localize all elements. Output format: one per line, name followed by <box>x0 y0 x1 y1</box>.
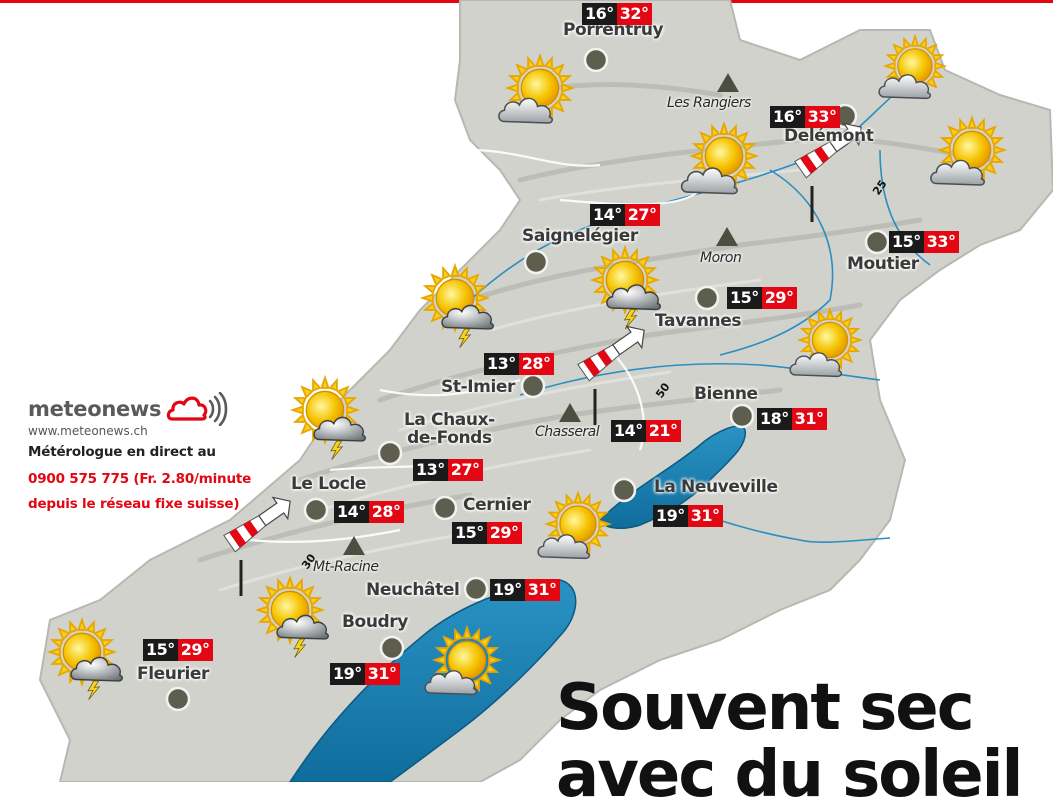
temp-boudry: 19°31° <box>330 663 400 685</box>
temp-min: 19° <box>490 579 525 601</box>
city-moutier: Moutier <box>847 254 919 274</box>
peak-chasseral: Chasseral <box>535 424 600 440</box>
temp-chaux-de-fonds: 13°27° <box>413 459 483 481</box>
temp-max: 31° <box>687 505 723 527</box>
brand-hotline-intro: Métérologue en direct au <box>28 444 216 460</box>
peak-mt-racine: Mt-Racine <box>313 559 379 575</box>
temp-max: 27° <box>447 459 483 481</box>
temp-min: 15° <box>889 231 924 253</box>
city-fleurier: Fleurier <box>137 664 209 684</box>
temp-min: 18° <box>757 408 792 430</box>
cloud-signal-icon <box>166 392 227 426</box>
temp-min: 13° <box>484 353 519 375</box>
brand-name: meteonews <box>28 397 162 421</box>
dot-cernier <box>432 495 458 521</box>
dot-bienne <box>729 403 755 429</box>
city-le-locle: Le Locle <box>291 474 367 494</box>
peak-les-rangiers: Les Rangiers <box>667 95 751 111</box>
temp-max: 21° <box>645 420 681 442</box>
temp-tavannes: 15°29° <box>727 287 797 309</box>
peak-moron: Moron <box>700 250 742 266</box>
peak-triangle-chasseral <box>559 403 581 422</box>
temp-min: 15° <box>727 287 762 309</box>
city-dots <box>165 47 890 712</box>
temp-max: 28° <box>368 501 404 523</box>
city-porrentruy: Porrentruy <box>563 20 664 40</box>
temp-max: 33° <box>804 106 840 128</box>
temp-delemont: 16°33° <box>770 106 840 128</box>
temp-max: 27° <box>624 204 660 226</box>
dot-porrentruy <box>583 47 609 73</box>
city-la-chaux-de-fonds-line2: de-Fonds <box>407 427 492 448</box>
temp-max: 29° <box>761 287 797 309</box>
regional-map: 25 50 30 <box>38 0 1053 782</box>
temp-min: 19° <box>653 505 688 527</box>
lake-biel <box>599 425 746 530</box>
city-la-chaux-de-fonds-line1: La Chaux- <box>404 410 495 430</box>
dot-boudry <box>379 635 405 661</box>
temp-la-neuveville: 19°31° <box>653 505 723 527</box>
city-la-chaux-de-fonds: La Chaux- de-Fonds <box>404 410 495 448</box>
temp-moutier: 15°33° <box>889 231 959 253</box>
dot-st-imier <box>520 373 546 399</box>
temp-min: 19° <box>330 663 365 685</box>
temp-max: 29° <box>177 639 213 661</box>
temp-max: 33° <box>923 231 959 253</box>
temp-min: 15° <box>143 639 178 661</box>
brand-url: www.meteonews.ch <box>28 424 148 438</box>
temp-min: 14° <box>590 204 625 226</box>
temp-min: 14° <box>611 420 646 442</box>
temp-max: 29° <box>486 522 522 544</box>
city-neuchatel: Neuchâtel <box>366 580 460 600</box>
temp-max: 28° <box>518 353 554 375</box>
temp-max: 31° <box>524 579 560 601</box>
headline-line2: avec du soleil <box>556 738 1023 812</box>
dot-saignelegier <box>523 249 549 275</box>
dot-la-neuveville <box>611 477 637 503</box>
city-boudry: Boudry <box>342 612 408 632</box>
headline-line1: Souvent sec <box>556 671 975 745</box>
temp-bienne: 18°31° <box>757 408 827 430</box>
dot-neuchatel <box>463 576 489 602</box>
temp-porrentruy: 16°32° <box>582 3 652 25</box>
temp-max: 32° <box>616 3 652 25</box>
dot-moutier <box>864 229 890 255</box>
city-bienne: Bienne <box>694 384 758 404</box>
temp-saignelegier: 14°27° <box>590 204 660 226</box>
dot-tavannes <box>694 285 720 311</box>
dot-chaux-de-fonds <box>377 440 403 466</box>
temp-st-imier: 13°28° <box>484 353 554 375</box>
city-delemont: Delémont <box>784 126 874 146</box>
city-saignelegier: Saignelégier <box>522 226 638 246</box>
city-cernier: Cernier <box>463 495 531 515</box>
brand-hotline-note: depuis le réseau fixe suisse) <box>28 496 240 512</box>
dot-fleurier <box>165 686 191 712</box>
temp-neuchatel: 19°31° <box>490 579 560 601</box>
peak-markers <box>343 73 739 555</box>
temp-fleurier: 15°29° <box>143 639 213 661</box>
temp-min: 15° <box>452 522 487 544</box>
temp-max: 31° <box>364 663 400 685</box>
dot-le-locle <box>303 497 329 523</box>
temp-min: 14° <box>334 501 369 523</box>
temp-le-locle: 14°28° <box>334 501 404 523</box>
city-tavannes: Tavannes <box>655 311 742 331</box>
peak-triangle-mt-racine <box>343 536 365 555</box>
peak-triangle-les-rangiers <box>717 73 739 92</box>
temp-min: 13° <box>413 459 448 481</box>
temp-chasseral: 14°21° <box>611 420 681 442</box>
meteonews-brand: meteonews www.meteonews.ch <box>28 392 228 438</box>
temp-max: 31° <box>791 408 827 430</box>
city-la-neuveville: La Neuveville <box>654 477 778 497</box>
temp-cernier: 15°29° <box>452 522 522 544</box>
temp-min: 16° <box>582 3 617 25</box>
city-st-imier: St-Imier <box>441 377 516 397</box>
temp-min: 16° <box>770 106 805 128</box>
brand-hotline-number: 0900 575 775 (Fr. 2.80/minute <box>28 471 252 487</box>
peak-triangle-moron <box>716 227 738 246</box>
